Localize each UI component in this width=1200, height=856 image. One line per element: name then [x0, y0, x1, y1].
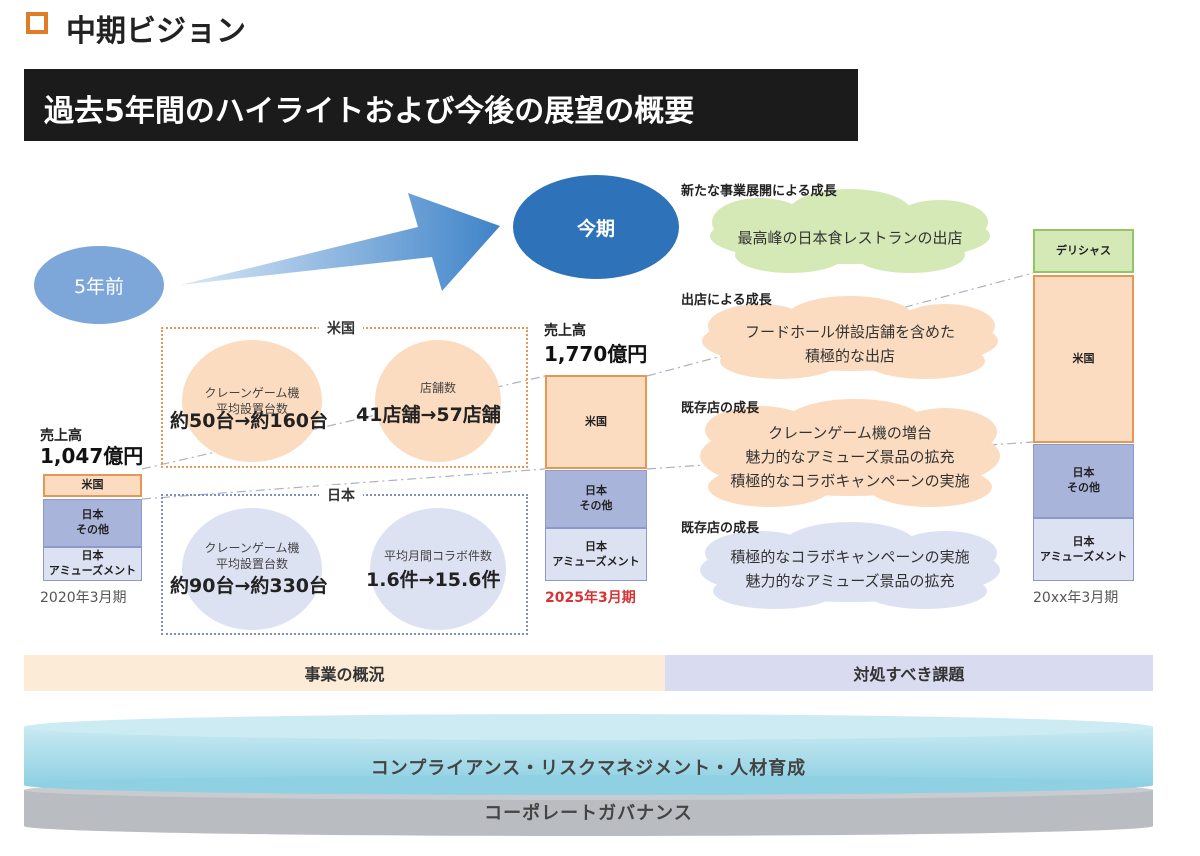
- right-segment-delicious: デリシャス: [1033, 229, 1134, 273]
- cloud-green: [710, 189, 990, 273]
- band-business-overview: 事業の概況: [24, 655, 665, 691]
- growth-heading-3: 既存店の成長: [681, 401, 760, 416]
- left-segment-us: 米国: [43, 474, 142, 497]
- growth-4-line-1: 積極的なコラボキャンペーンの実施: [730, 548, 970, 566]
- past-ellipse: 5年前: [34, 246, 164, 324]
- us-crane-title: クレーンゲーム機 平均設置台数: [204, 385, 300, 416]
- growth-2-line-2: 積極的な出店: [804, 347, 895, 365]
- japan-collab-title: 平均月間コラボ件数: [383, 548, 492, 563]
- mid-sales-value: 1,770億円: [544, 342, 648, 366]
- us-crane-value: 約50台→約160台: [170, 410, 329, 432]
- growth-3-line-2: 魅力的なアミューズ景品の拡充: [745, 448, 955, 466]
- growth-cloud-1: 最高峰の日本食レストランの出店: [700, 218, 1000, 258]
- growth-heading-1: 新たな事業展開による成長: [681, 184, 837, 199]
- mid-segment-japan-amusement: 日本 アミューズメント: [545, 528, 647, 581]
- growth-heading-4: 既存店の成長: [681, 521, 760, 536]
- cloud-blue: [700, 522, 1000, 609]
- us-stores-value: 41店舗→57店舗: [356, 404, 501, 426]
- platform-top: [24, 714, 1153, 795]
- japan-crane-circle: クレーンゲーム機 平均設置台数: [182, 508, 322, 630]
- growth-cloud-4: 積極的なコラボキャンペーンの実施 魅力的なアミューズ景品の拡充: [700, 543, 1000, 595]
- left-segment-japan-other: 日本 その他: [43, 499, 142, 547]
- band-left-label: 事業の概況: [304, 665, 385, 684]
- japan-collab-circle: 平均月間コラボ件数: [370, 508, 506, 630]
- platform-bottom-label: コーポレートガバナンス: [484, 803, 693, 824]
- growth-arrow: [180, 193, 500, 291]
- page-title: 中期ビジョン: [66, 14, 246, 49]
- us-panel-label: 米国: [319, 318, 363, 338]
- now-ellipse: 今期: [513, 175, 679, 279]
- us-stores-title: 店舗数: [419, 380, 456, 395]
- band-issues: 対処すべき課題: [665, 655, 1153, 691]
- us-stores-circle: 店舗数: [375, 340, 501, 462]
- cloud-orange-1: [702, 296, 998, 379]
- left-period: 2020年3月期: [40, 590, 127, 606]
- growth-heading-2: 出店による成長: [681, 293, 772, 308]
- left-sales-value: 1,047億円: [40, 444, 144, 468]
- right-segment-japan-other: 日本 その他: [1033, 444, 1134, 518]
- growth-3-line-3: 積極的なコラボキャンペーンの実施: [730, 472, 970, 490]
- growth-3-line-1: クレーンゲーム機の増台: [768, 424, 932, 442]
- platform-top-label: コンプライアンス・リスクマネジメント・人材育成: [370, 758, 807, 779]
- growth-2-line-1: フードホール併設店舗を含めた: [744, 323, 955, 341]
- right-segment-japan-amusement: 日本 アミューズメント: [1033, 518, 1134, 581]
- us-crane-circle: クレーンゲーム機 平均設置台数: [182, 340, 322, 462]
- growth-1-line-1: 最高峰の日本食レストランの出店: [737, 229, 963, 247]
- title-square-icon: [26, 12, 48, 34]
- right-period: 20xx年3月期: [1033, 590, 1119, 606]
- banner-title: 過去5年間のハイライトおよび今後の展望の概要: [44, 94, 695, 129]
- japan-panel-label: 日本: [319, 485, 363, 505]
- japan-collab-value: 1.6件→15.6件: [366, 569, 501, 591]
- right-segment-us: 米国: [1033, 275, 1134, 443]
- growth-cloud-3: クレーンゲーム機の増台 魅力的なアミューズ景品の拡充 積極的なコラボキャンペーン…: [700, 419, 1000, 495]
- growth-cloud-2: フードホール併設店舗を含めた 積極的な出店: [700, 318, 1000, 370]
- mid-sales-label: 売上高: [544, 323, 586, 339]
- banner: [24, 69, 858, 141]
- cloud-orange-2: [700, 399, 1000, 507]
- left-segment-japan-amusement: 日本 アミューズメント: [43, 547, 142, 581]
- left-sales-label: 売上高: [40, 428, 82, 444]
- mid-segment-japan-other: 日本 その他: [545, 470, 647, 528]
- band-right-label: 対処すべき課題: [853, 665, 965, 684]
- growth-4-line-2: 魅力的なアミューズ景品の拡充: [745, 572, 955, 590]
- mid-period: 2025年3月期: [545, 590, 636, 606]
- japan-crane-value: 約90台→約330台: [170, 575, 329, 597]
- mid-segment-us: 米国: [545, 375, 647, 469]
- japan-crane-title: クレーンゲーム機 平均設置台数: [204, 540, 300, 571]
